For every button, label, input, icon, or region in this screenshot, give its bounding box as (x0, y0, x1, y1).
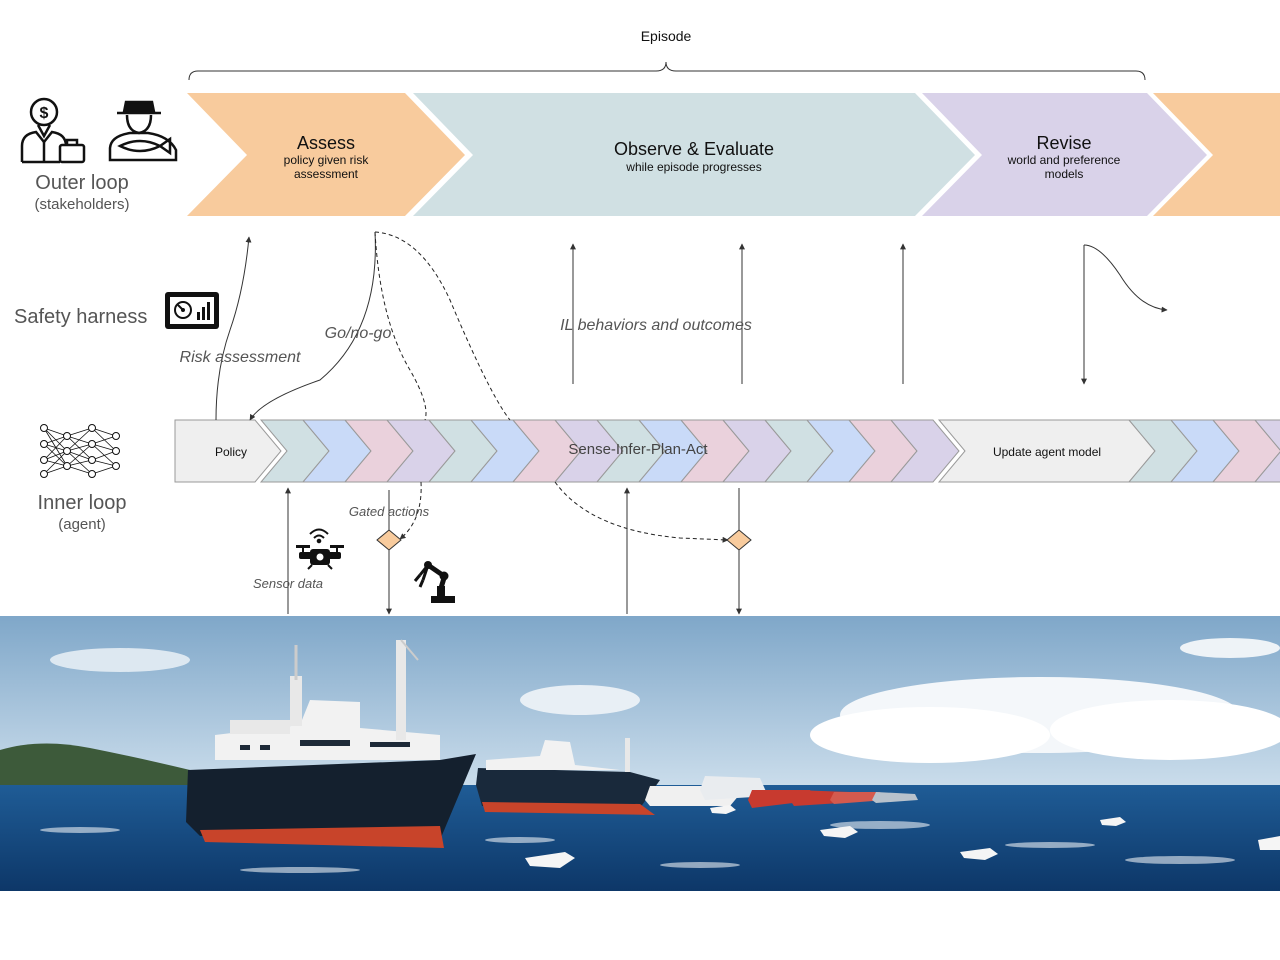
phase-observe-title: Observe & Evaluate (614, 139, 774, 159)
go-no-go-label: Go/no-go (325, 325, 392, 342)
phase-assess-sub2: assessment (294, 167, 359, 181)
fishing-fleet-photo (0, 616, 1280, 891)
gate-diamond-2[interactable] (726, 529, 752, 551)
phase-assess-next (1153, 93, 1280, 216)
outer-loop-title: Outer loop (35, 172, 128, 194)
phase-revise-sub1: world and preference (1007, 153, 1121, 167)
gate-diamond-1[interactable] (376, 529, 402, 551)
episode-label: Episode (641, 28, 692, 44)
gated-actions-label: Gated actions (349, 504, 430, 519)
loop-to-gate-dashed (554, 481, 729, 543)
sensor-data-label: Sensor data (253, 576, 323, 591)
phase-assess[interactable] (187, 93, 465, 216)
risk-assessment-label: Risk assessment (180, 349, 301, 366)
risk-assessment-arrow (215, 236, 252, 421)
update-agent-model-label: Update agent model (993, 445, 1101, 459)
robot-arm-icon (413, 561, 455, 603)
drone-icon (296, 528, 344, 570)
chevron-policy[interactable] (174, 419, 282, 483)
phase-assess-title: Assess (297, 133, 355, 153)
phase-revise[interactable] (922, 93, 1207, 216)
revise-curve-arrow (1083, 244, 1168, 313)
il-behaviors-label: IL behaviors and outcomes (560, 317, 752, 334)
policy-label: Policy (215, 445, 247, 459)
inner-loop-subtitle: (agent) (58, 516, 106, 533)
dashboard-monitor-icon (165, 292, 219, 329)
go-no-go-dashed (374, 231, 427, 421)
phase-assess-sub1: policy given risk (284, 153, 370, 167)
outer-loop-subtitle: (stakeholders) (34, 196, 129, 213)
inner-chevron-strip (174, 419, 1280, 483)
phase-revise-sub2: models (1045, 167, 1084, 181)
svg-text:$: $ (40, 105, 49, 122)
fisherman-icon (108, 100, 178, 162)
episode-brace (188, 61, 1146, 81)
assess-to-loop-dashed (374, 231, 511, 421)
phase-observe-evaluate[interactable] (413, 93, 975, 216)
go-no-go-arrow (249, 231, 376, 421)
sense-infer-plan-act-label: Sense-Infer-Plan-Act (568, 441, 708, 458)
safety-harness-title: Safety harness (14, 306, 147, 328)
phase-revise-title: Revise (1036, 133, 1091, 153)
outer-phases: Assess policy given risk assessment Obse… (187, 93, 1280, 216)
chevron-step-21[interactable] (1253, 419, 1280, 483)
chevron-step-16[interactable] (889, 419, 960, 483)
investor-icon: $ (20, 97, 86, 164)
inner-loop-title: Inner loop (38, 492, 127, 514)
neural-network-icon (40, 424, 120, 478)
gated-actions-dashed (399, 481, 422, 540)
connectors (215, 231, 1168, 615)
phase-observe-sub1: while episode progresses (625, 160, 761, 174)
